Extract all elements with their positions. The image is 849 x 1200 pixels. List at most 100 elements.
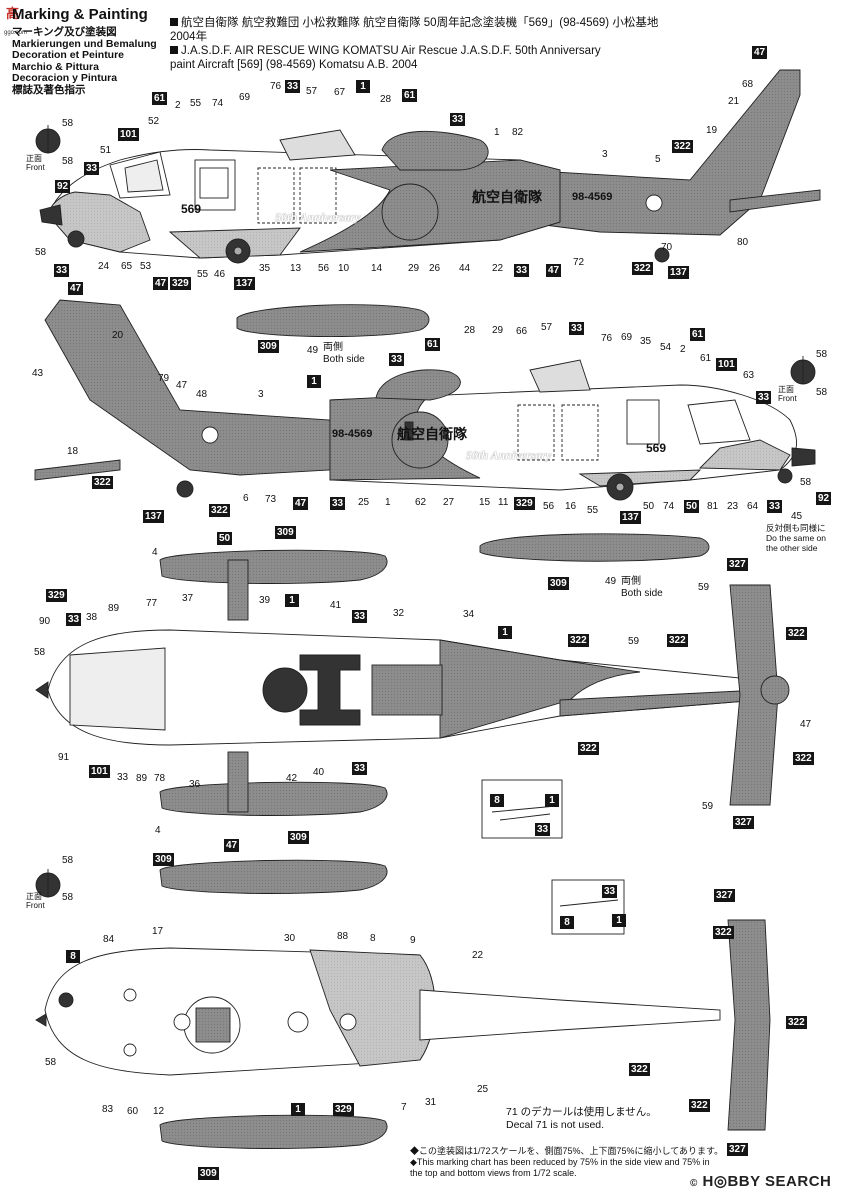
callout-boxed-number: 92 bbox=[55, 180, 71, 193]
footer-en: ◆This marking chart has been reduced by … bbox=[410, 1157, 710, 1167]
callout-boxed-number: 137 bbox=[143, 510, 164, 523]
callout-boxed-number: 309 bbox=[198, 1167, 219, 1180]
callout-boxed-number: 322 bbox=[672, 140, 693, 153]
callout-boxed-number: 33 bbox=[514, 264, 530, 277]
callout-number: 58 bbox=[62, 118, 74, 129]
callout-boxed-number: 309 bbox=[275, 526, 296, 539]
callout-number: 55 bbox=[197, 269, 209, 280]
callout-boxed-number: 329 bbox=[333, 1103, 354, 1116]
callout-boxed-number: 61 bbox=[690, 328, 706, 341]
callout-boxed-number: 33 bbox=[602, 885, 618, 898]
callout-number: 69 bbox=[239, 92, 251, 103]
callout-boxed-number: 327 bbox=[733, 816, 754, 829]
callout-number: 33 bbox=[117, 772, 129, 783]
heading-line: マーキング及び塗装図 bbox=[12, 26, 117, 38]
callout-boxed-number: 322 bbox=[667, 634, 688, 647]
callout-boxed-number: 137 bbox=[668, 266, 689, 279]
callout-number: 74 bbox=[663, 501, 675, 512]
callout-number: 58 bbox=[816, 349, 828, 360]
callout-number: 84 bbox=[103, 934, 115, 945]
callout-boxed-number: 47 bbox=[224, 839, 240, 852]
callout-boxed-number: 327 bbox=[727, 1143, 748, 1156]
callout-number: 62 bbox=[415, 497, 427, 508]
callout-boxed-number: 47 bbox=[68, 282, 84, 295]
footer-note: ◆この塗装図は1/72スケールを、側面75%、上下面75%に縮小してあります。 … bbox=[410, 1146, 730, 1179]
callout-number: 58 bbox=[62, 892, 74, 903]
site-logo: 高 bbox=[6, 6, 20, 21]
callout-number: 23 bbox=[727, 501, 739, 512]
callout-number: 1 bbox=[494, 127, 500, 138]
bullet-square-icon bbox=[170, 18, 178, 26]
callout-number: 58 bbox=[816, 387, 828, 398]
callout-number: 30 bbox=[284, 933, 296, 944]
callout-number: 59 bbox=[628, 636, 640, 647]
callout-number: 89 bbox=[136, 773, 148, 784]
watermark: © H◎BBY SEARCH bbox=[690, 1172, 831, 1190]
callout-number: 59 bbox=[698, 582, 710, 593]
footer-jp: ◆この塗装図は1/72スケールを、側面75%、上下面75%に縮小してあります。 bbox=[410, 1146, 724, 1156]
callout-number: 58 bbox=[800, 477, 812, 488]
aircraft-number: 569 bbox=[181, 202, 202, 216]
callout-number: 60 bbox=[127, 1106, 139, 1117]
callout-number: 90 bbox=[39, 616, 51, 627]
callout-number: 45 bbox=[791, 511, 803, 522]
callout-boxed-number: 50 bbox=[684, 500, 700, 513]
aircraft-serial: 98-4569 bbox=[332, 428, 373, 440]
callout-number: 21 bbox=[728, 96, 740, 107]
callout-boxed-number: 322 bbox=[568, 634, 589, 647]
callout-number: 4 bbox=[152, 547, 158, 558]
callout-number: 3 bbox=[602, 149, 608, 160]
callout-number: 91 bbox=[58, 752, 70, 763]
callout-boxed-number: 33 bbox=[352, 762, 368, 775]
callout-boxed-number: 322 bbox=[713, 926, 734, 939]
callout-boxed-number: 50 bbox=[217, 532, 233, 545]
callout-boxed-number: 309 bbox=[288, 831, 309, 844]
callout-number: 82 bbox=[512, 127, 524, 138]
callout-number: 56 bbox=[318, 263, 330, 274]
callout-boxed-number: 8 bbox=[490, 794, 504, 807]
callout-number: 16 bbox=[565, 501, 577, 512]
callout-number: 40 bbox=[313, 767, 325, 778]
callout-number: 25 bbox=[477, 1084, 489, 1095]
heading-line: Decoration et Peinture bbox=[12, 49, 125, 61]
callout-boxed-number: 329 bbox=[170, 277, 191, 290]
callout-boxed-number: 322 bbox=[786, 1016, 807, 1029]
callout-number: 28 bbox=[380, 94, 392, 105]
callout-boxed-number: 33 bbox=[389, 353, 405, 366]
anniversary-text: 50th Anniversary bbox=[275, 210, 361, 224]
marking-heading-title: Marking & Painting bbox=[12, 6, 148, 23]
callout-boxed-number: 47 bbox=[546, 264, 562, 277]
aircraft-number: 569 bbox=[646, 441, 667, 455]
callout-number: 56 bbox=[543, 501, 555, 512]
callout-number: 51 bbox=[100, 145, 112, 156]
callout-boxed-number: 1 bbox=[612, 914, 626, 927]
callout-boxed-number: 33 bbox=[330, 497, 346, 510]
callout-number: 47 bbox=[176, 380, 188, 391]
callout-boxed-number: 309 bbox=[258, 340, 279, 353]
callout-number: 34 bbox=[463, 609, 475, 620]
callout-number: 76 bbox=[270, 81, 282, 92]
callout-number: 67 bbox=[334, 87, 346, 98]
callout-number: 6 bbox=[243, 493, 249, 504]
callout-number: 2 bbox=[175, 100, 181, 111]
callout-boxed-number: 33 bbox=[66, 613, 82, 626]
aircraft-jp-name: 航空自衛隊 bbox=[397, 426, 467, 442]
callout-boxed-number: 309 bbox=[153, 853, 174, 866]
callout-boxed-number: 47 bbox=[153, 277, 169, 290]
anniversary-text: 50th Anniversary bbox=[466, 448, 552, 462]
callout-number: 38 bbox=[86, 612, 98, 623]
bullet-square-icon bbox=[170, 46, 178, 54]
callout-number: 29 bbox=[408, 263, 420, 274]
callout-number: 49 bbox=[307, 345, 319, 356]
callout-number: 69 bbox=[621, 332, 633, 343]
header-line-en: J.A.S.D.F. AIR RESCUE WING KOMATSU Air R… bbox=[181, 45, 601, 57]
callout-boxed-number: 322 bbox=[786, 627, 807, 640]
callout-number: 27 bbox=[443, 497, 455, 508]
callout-number: 1 bbox=[385, 497, 391, 508]
callout-number: 10 bbox=[338, 263, 350, 274]
callout-boxed-number: 322 bbox=[689, 1099, 710, 1112]
callout-number: 42 bbox=[286, 773, 298, 784]
